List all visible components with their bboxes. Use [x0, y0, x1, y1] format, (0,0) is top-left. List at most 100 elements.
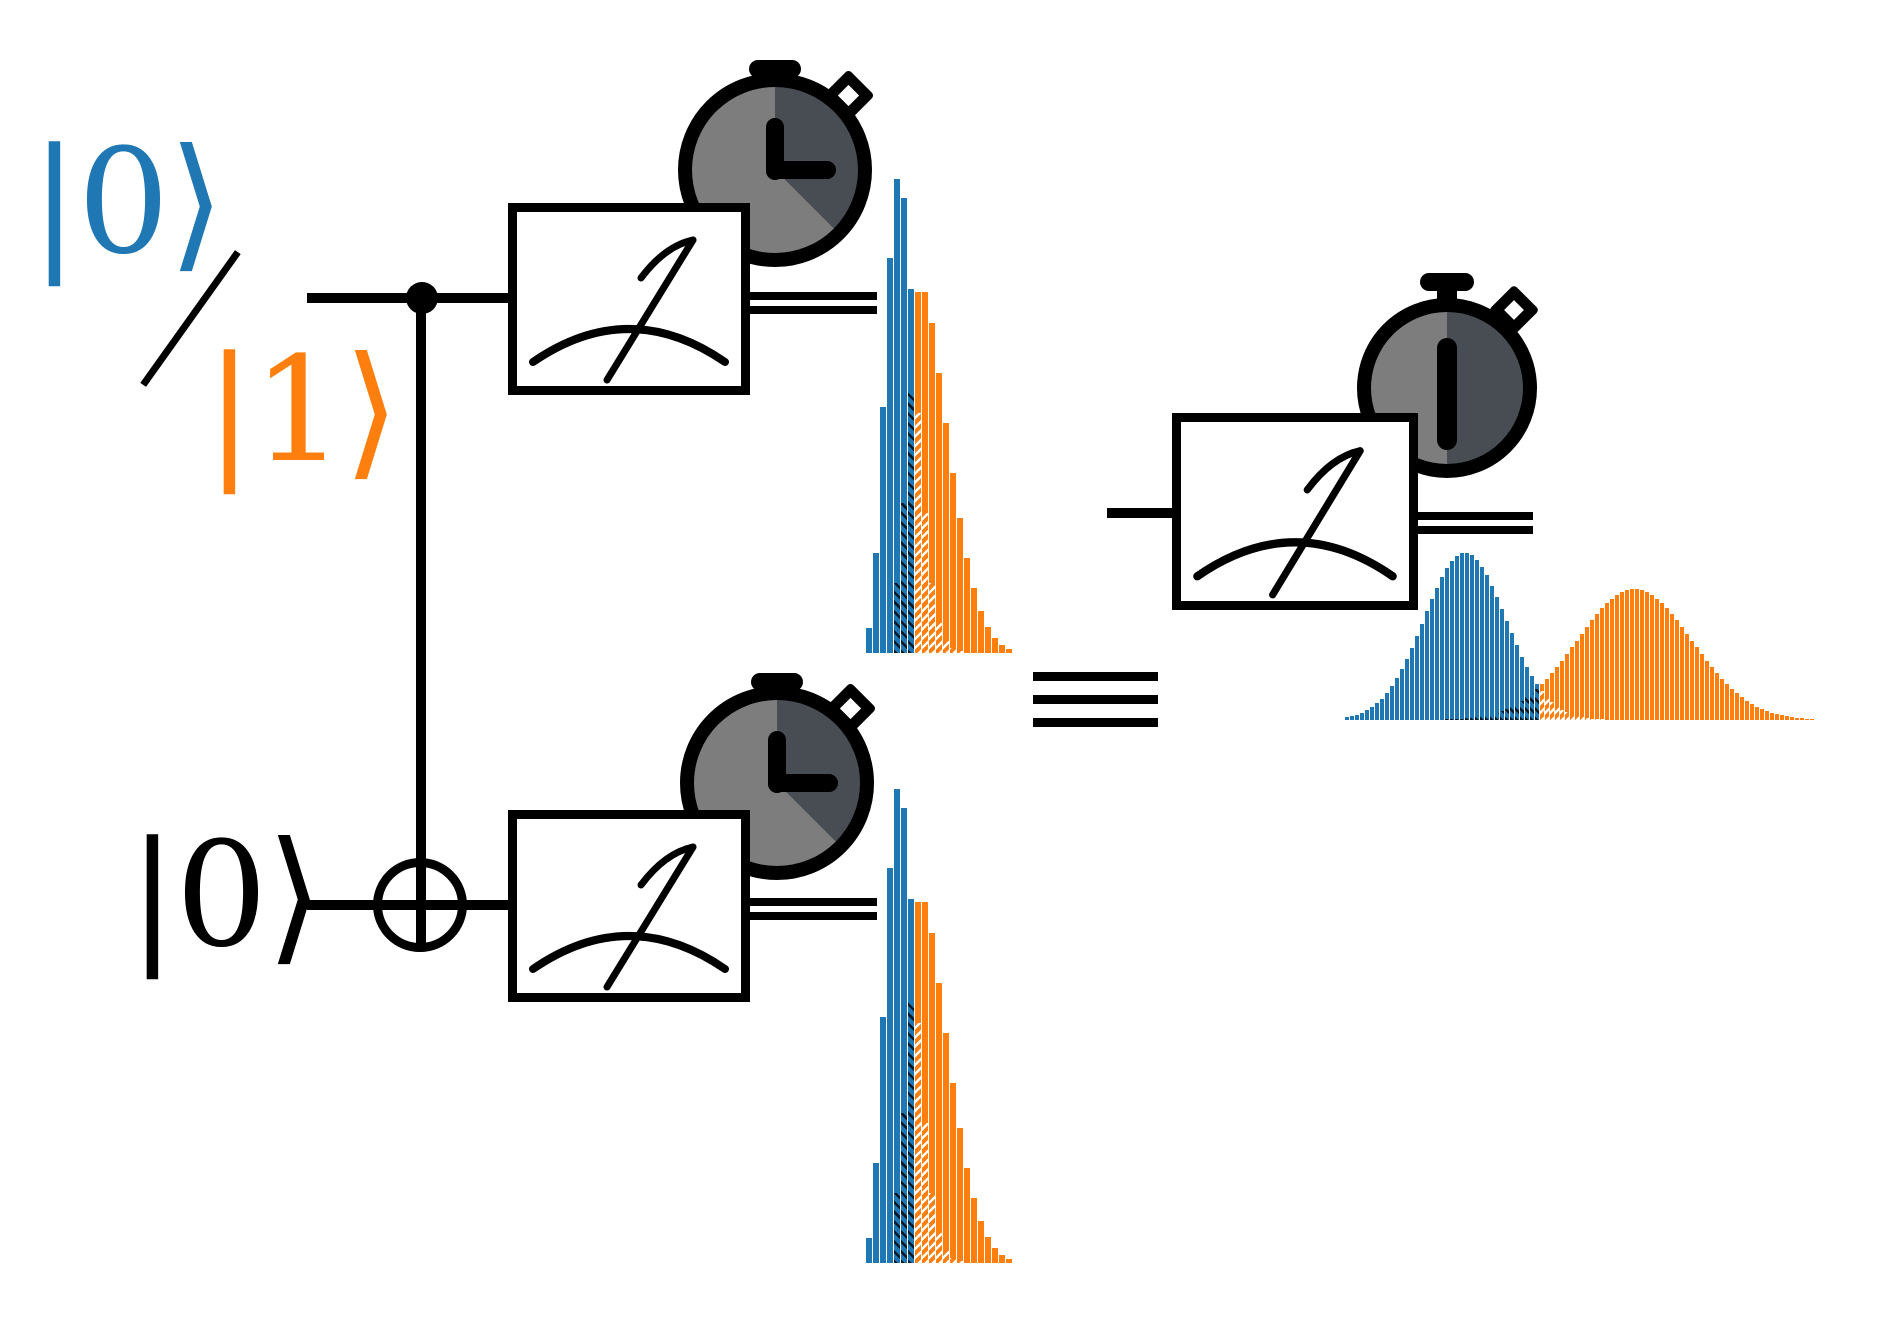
control-state-label-blue: |0⟩ [30, 118, 225, 287]
hist-overlap-bar [1535, 688, 1539, 720]
hist-overlap-bar [943, 1251, 949, 1263]
hist-bottom-small [866, 763, 1016, 1263]
hist-overlap-bar [1545, 697, 1549, 720]
hist-overlap-bar [1590, 718, 1594, 720]
hist-overlap-bar [1510, 706, 1514, 720]
hist-bar [1395, 677, 1399, 720]
hist-overlap-bar [936, 623, 942, 653]
hist-overlap-bar [1575, 716, 1579, 720]
hist-bar [957, 1128, 963, 1263]
hist-bar [1670, 614, 1674, 720]
hist-bar [1520, 656, 1524, 720]
hist-bar [1760, 708, 1764, 720]
hist-bar [1510, 633, 1514, 720]
readout-line-bottom [750, 898, 877, 906]
equivalence-bar [1033, 672, 1158, 681]
hist-bar [873, 553, 879, 653]
stopwatch-button-cap [1420, 273, 1474, 291]
hist-bar [992, 638, 998, 653]
hist-bar [1485, 575, 1489, 720]
hist-bar [1705, 660, 1709, 720]
hist-overlap-bar [1470, 717, 1474, 720]
hist-bar [1370, 707, 1374, 720]
hist-bar [1440, 577, 1444, 720]
hist-bar [943, 1033, 949, 1263]
hist-overlap-bar [1540, 691, 1544, 720]
hist-bar [950, 1083, 956, 1263]
hist-bar [922, 292, 928, 653]
hist-bar [1690, 640, 1694, 720]
hist-bar [1645, 592, 1649, 720]
hist-bar [1665, 608, 1669, 720]
readout-line-top [750, 292, 877, 300]
hist-overlap-bar [1600, 719, 1604, 720]
hist-bar [1745, 700, 1749, 720]
cnot-target-icon [373, 858, 467, 952]
hist-bar [922, 902, 928, 1263]
hist-bar [1765, 710, 1769, 720]
hist-bar [999, 645, 1005, 653]
hist-overlap-bar [1580, 717, 1584, 720]
meter-needle-icon [529, 843, 729, 991]
target-state-label: |0⟩ [128, 811, 323, 980]
hist-overlap-bar [943, 641, 949, 653]
hist-overlap-bar [901, 503, 907, 653]
hist-bar [1750, 703, 1754, 720]
hist-bar [1595, 614, 1599, 720]
hist-bar [1475, 560, 1479, 720]
hist-bar [950, 473, 956, 653]
hist-bar [957, 518, 963, 653]
hist-bar [880, 407, 886, 653]
hist-bar [1425, 611, 1429, 720]
hist-bar [1525, 666, 1529, 720]
hist-overlap-bar [950, 648, 956, 653]
hist-bar [1675, 620, 1679, 720]
hist-bar [964, 558, 970, 653]
meter-box-bottom [508, 810, 750, 1002]
hist-bar [1006, 649, 1012, 653]
hist-bar [880, 1017, 886, 1263]
hist-bar [971, 588, 977, 653]
hist-right-large [1345, 520, 1820, 720]
hist-bar [936, 373, 942, 653]
hist-bar [1780, 715, 1784, 720]
hist-bar [1515, 645, 1519, 720]
hist-overlap-bar [957, 1261, 963, 1263]
hist-bar [992, 1248, 998, 1263]
hist-bar [1775, 713, 1779, 720]
hist-overlap-bar [1530, 693, 1534, 720]
hist-bar [1575, 640, 1579, 720]
hist-overlap-bar [1550, 702, 1554, 720]
hist-bar [999, 1255, 1005, 1263]
hist-bar [1800, 718, 1804, 720]
stopwatch-hand-horizontal [766, 161, 836, 179]
hist-bar [866, 628, 872, 653]
hist-top-small [866, 153, 1016, 653]
hist-overlap-bar [915, 1023, 921, 1263]
hist-bar [1710, 667, 1714, 720]
hist-bar [1345, 717, 1349, 720]
hist-bar [1770, 712, 1774, 720]
hist-bar [1355, 714, 1359, 720]
hist-bar [985, 627, 991, 653]
hist-bar [971, 1198, 977, 1263]
hist-bar [1375, 703, 1379, 720]
right-input-wire [1107, 508, 1172, 518]
hist-bar [1585, 626, 1589, 720]
meter-box-right [1172, 413, 1418, 610]
hist-overlap-bar [1525, 697, 1529, 720]
readout-line-right [1418, 512, 1533, 520]
hist-bar [929, 933, 935, 1263]
hist-bar [1390, 685, 1394, 720]
hist-overlap-bar [1495, 712, 1499, 720]
hist-overlap-bar [1480, 716, 1484, 720]
hist-bar [1630, 589, 1634, 720]
hist-overlap-bar [1570, 714, 1574, 720]
cnot-vertical-connector [416, 293, 426, 950]
hist-bar [929, 323, 935, 653]
hist-bar [1730, 688, 1734, 720]
hist-bar [1405, 658, 1409, 720]
hist-overlap-bar [1555, 706, 1559, 720]
hist-bar [1655, 598, 1659, 720]
hist-overlap-bar [1450, 719, 1454, 720]
